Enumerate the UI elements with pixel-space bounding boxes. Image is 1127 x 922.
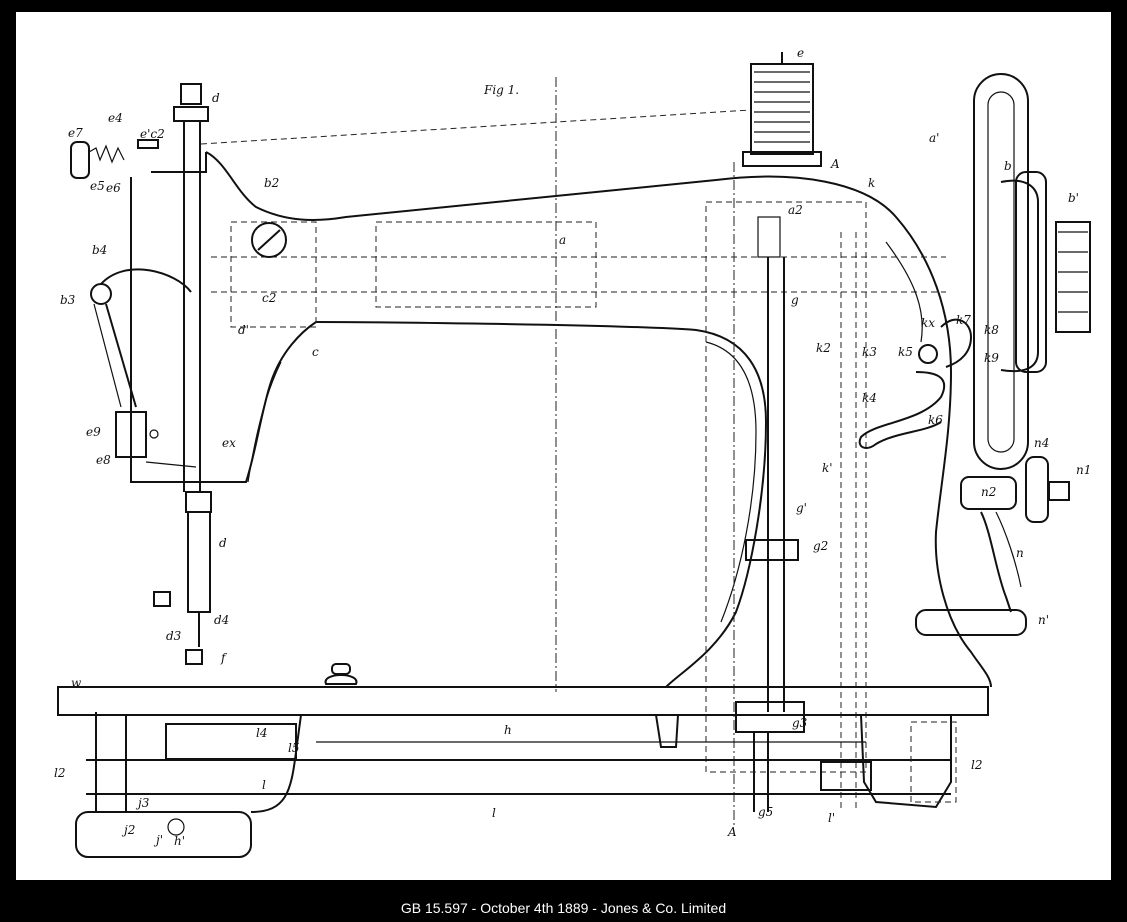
label-k1: k' (822, 461, 833, 475)
image-caption: GB 15.597 - October 4th 1889 - Jones & C… (400, 900, 727, 916)
label-kx: kx (921, 316, 935, 330)
label-k5: k5 (898, 345, 913, 359)
thread-path-line (200, 109, 752, 145)
presser-bar-mechanism (115, 411, 197, 468)
label-b4: b4 (92, 243, 107, 257)
label-k4: k4 (862, 391, 877, 405)
label-l2-right: l2 (971, 758, 982, 772)
label-k8: k8 (984, 323, 999, 337)
label-n2: n2 (981, 485, 996, 499)
label-n-1: n1 (1076, 463, 1091, 477)
label-a: a (559, 233, 566, 247)
tension-assembly (70, 139, 159, 179)
arm-underside (315, 321, 768, 688)
label-a1: a' (929, 131, 939, 145)
label-e9: e9 (86, 425, 101, 439)
label-j1: j' (153, 833, 163, 847)
machine-arm-outline (205, 151, 992, 688)
machine-head (130, 152, 317, 483)
label-e: e (797, 46, 804, 60)
label-g1: g' (796, 501, 807, 515)
label-j2: j2 (121, 823, 135, 837)
label-n: n (1016, 546, 1024, 560)
under-bed-shafts (75, 712, 957, 858)
label-k9: k9 (984, 351, 999, 365)
label-A-top: A (830, 157, 840, 171)
arm-inner-edge (705, 341, 757, 623)
label-l: l (492, 806, 496, 820)
patent-drawing-frame: Fig 1. a a' a2 b b' b2 b3 b4 c c2 d d d'… (16, 12, 1111, 880)
label-l4: l4 (256, 726, 267, 740)
label-j3: j3 (135, 796, 150, 810)
handwheel (973, 73, 1091, 470)
label-d: d (212, 91, 220, 105)
cam-housing-dashed (230, 221, 317, 328)
label-b3: b3 (60, 293, 76, 307)
label-l1: l' (828, 811, 835, 825)
label-d1: d' (238, 323, 249, 337)
label-h: h (504, 723, 512, 737)
label-g2: g2 (813, 539, 828, 553)
sewing-machine-drawing: Fig 1. a a' a2 b b' b2 b3 b4 c c2 d d d'… (54, 46, 1091, 858)
lever-k-assembly (858, 241, 973, 449)
label-l5: l5 (288, 741, 299, 755)
label-e5: e5 (90, 179, 105, 193)
column-internal-dashed (705, 201, 867, 773)
label-b2: b2 (264, 176, 279, 190)
label-k3: k3 (862, 345, 877, 359)
figure-title: Fig 1. (483, 83, 519, 97)
label-l-upper: l (262, 778, 266, 792)
label-h1: h' (174, 834, 185, 848)
label-d3: d3 (166, 629, 182, 643)
bed-plate (57, 663, 989, 716)
label-f: f (220, 651, 228, 665)
label-w: w (71, 676, 82, 690)
label-e7: e7 (68, 126, 83, 140)
label-ex: ex (222, 436, 236, 450)
screw-b2 (251, 222, 287, 258)
label-c: c (312, 345, 319, 359)
thread-spool (742, 52, 822, 167)
needle-bar-assembly (153, 83, 212, 665)
vertical-rod-g (735, 216, 805, 812)
label-c2: c2 (262, 291, 276, 305)
take-up-lever (90, 268, 192, 408)
arm-hollow-dashed (375, 221, 597, 308)
label-b: b (1004, 159, 1012, 173)
label-n1: n' (1038, 613, 1049, 627)
label-d4: d4 (214, 613, 229, 627)
label-k6: k6 (928, 413, 943, 427)
label-g5: g5 (758, 805, 773, 819)
label-k7: k7 (956, 313, 971, 327)
label-a2: a2 (788, 203, 803, 217)
label-k: k (868, 176, 875, 190)
label-g: g (791, 293, 799, 307)
label-d-lower: d (219, 536, 227, 550)
label-g3: g3 (792, 716, 808, 730)
label-l2-left: l2 (54, 766, 65, 780)
label-e4: e4 (108, 111, 123, 125)
label-n4: n4 (1034, 436, 1049, 450)
label-e1c2: e'c2 (140, 127, 165, 141)
label-e8: e8 (96, 453, 111, 467)
bobbin-winder (915, 456, 1070, 636)
label-A-bottom: A (727, 825, 737, 839)
label-e6: e6 (106, 181, 121, 195)
label-b1: b' (1068, 191, 1079, 205)
neck-inner (247, 361, 282, 483)
label-k2: k2 (816, 341, 831, 355)
